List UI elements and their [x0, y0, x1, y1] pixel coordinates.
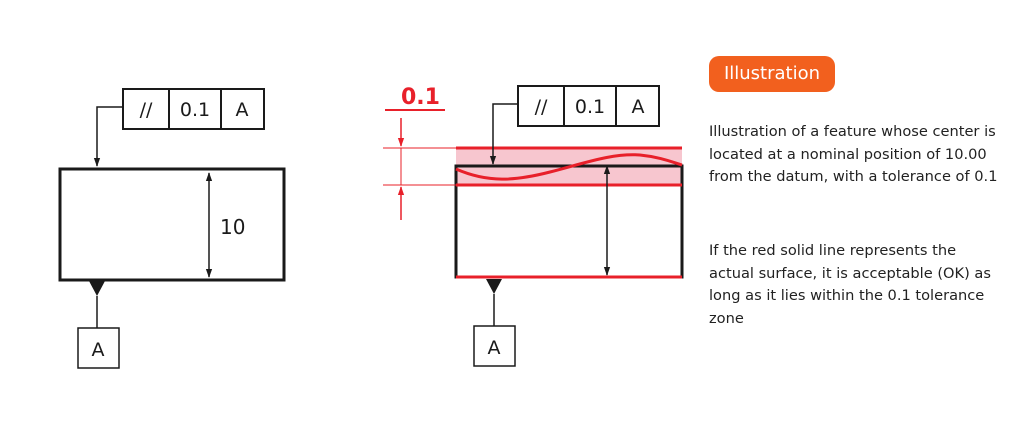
left-dimension-label: 10: [220, 215, 245, 239]
right-feature-control-frame: // 0.1 A: [517, 85, 660, 127]
left-datum-label: A: [92, 339, 105, 361]
right-figure: 0.1 // 0.1 A A: [383, 85, 684, 367]
left-datum-box: [77, 327, 120, 369]
left-figure: // 0.1 A 10 A: [58, 88, 286, 369]
acceptance-paragraph: If the red solid line represents the act…: [709, 242, 991, 327]
description-paragraph: Illustration of a feature whose center i…: [709, 123, 998, 185]
left-parallelism-symbol: //: [140, 99, 153, 121]
right-datum-triangle: [486, 279, 502, 294]
left-datum-triangle: [89, 281, 105, 296]
right-tolerance-value: 0.1: [575, 96, 605, 118]
right-parallelism-symbol: //: [535, 96, 548, 118]
left-tolerance-value: 0.1: [180, 99, 210, 121]
right-leader-line: [489, 103, 518, 165]
left-part-rectangle: [58, 167, 286, 282]
left-leader-line: [93, 106, 123, 167]
left-datum-reference: A: [236, 99, 249, 121]
right-datum-box: [473, 325, 516, 367]
tolerance-zone-label: 0.1: [401, 85, 440, 110]
right-datum-reference: A: [632, 96, 645, 118]
illustration-badge: Illustration: [709, 56, 835, 92]
actual-surface-line: [455, 153, 683, 181]
right-datum-label: A: [488, 337, 501, 359]
left-feature-control-frame: // 0.1 A: [122, 88, 265, 130]
